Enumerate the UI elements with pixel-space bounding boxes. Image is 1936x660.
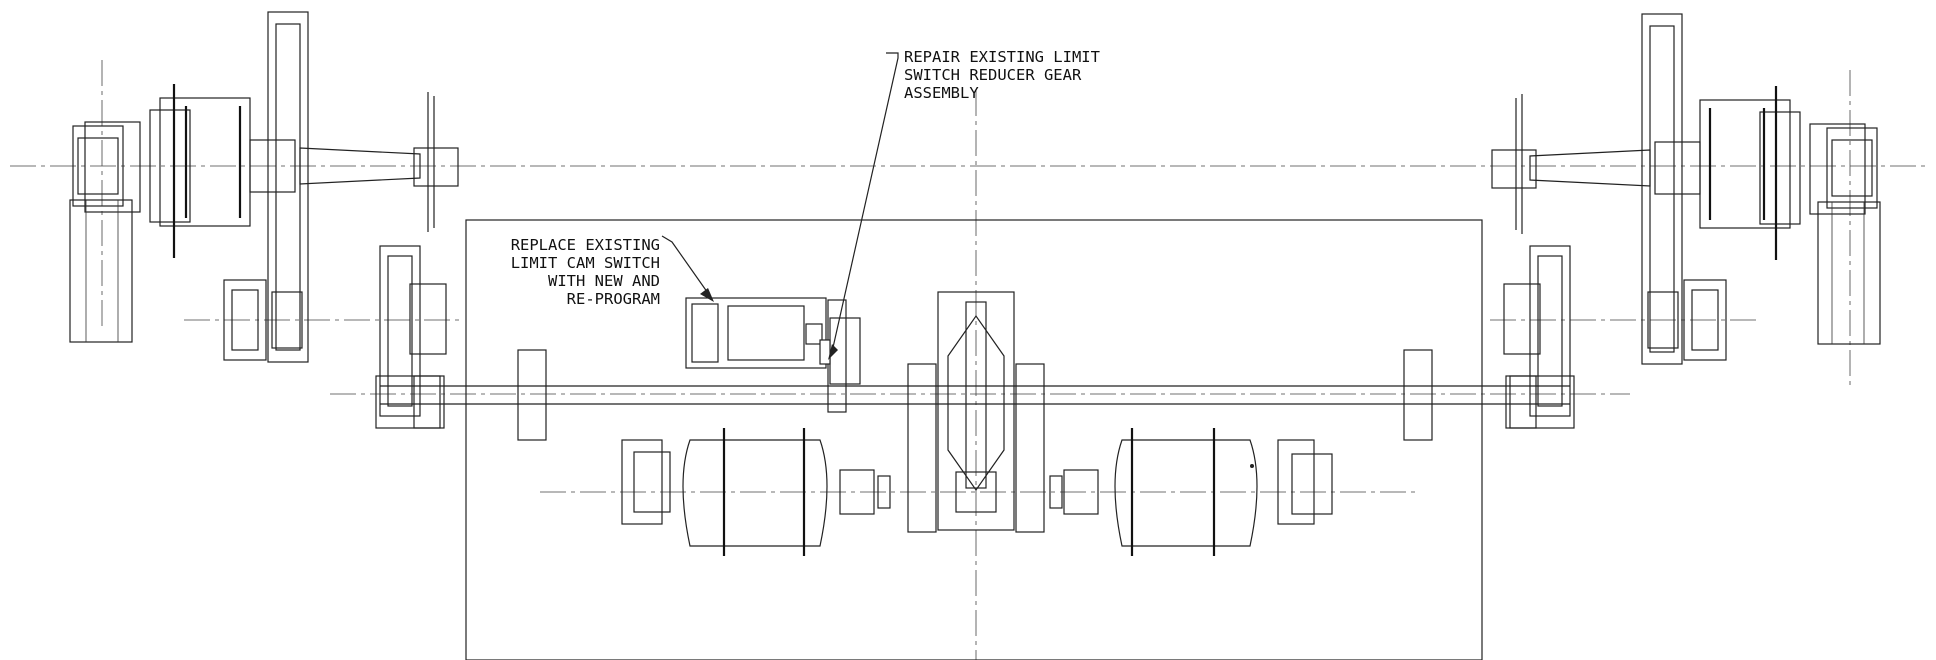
- callout-cam-line-2: LIMIT CAM SWITCH: [511, 254, 660, 272]
- trolley-frame: [465, 219, 1483, 660]
- cross-shaft: [380, 349, 1570, 441]
- callout-cam-line-3: WITH NEW AND: [548, 272, 660, 290]
- right-motor: [1049, 428, 1333, 556]
- center-lines: [10, 60, 1926, 660]
- callout-reducer-repair: REPAIR EXISTING LIMIT SWITCH REDUCER GEA…: [904, 48, 1100, 102]
- callout-reducer-line-3: ASSEMBLY: [904, 84, 979, 102]
- callout-cam-switch: REPLACE EXISTING LIMIT CAM SWITCH WITH N…: [511, 236, 660, 308]
- limit-cam-switch: [685, 297, 827, 369]
- leader-lines: [661, 52, 899, 360]
- right-wheel-assembly: [1491, 13, 1881, 365]
- left-gear-pair: [223, 245, 447, 429]
- callout-reducer-line-1: REPAIR EXISTING LIMIT: [904, 48, 1100, 66]
- right-gear-pair: [1503, 245, 1727, 429]
- center-gearbox: [907, 291, 1045, 533]
- left-motor: [621, 428, 891, 556]
- left-wheel-assembly: [69, 11, 459, 363]
- limit-switch-reducer: [819, 299, 861, 413]
- callout-reducer-line-2: SWITCH REDUCER GEAR: [904, 66, 1082, 84]
- callout-cam-line-4: RE-PROGRAM: [567, 290, 660, 308]
- callout-cam-line-1: REPLACE EXISTING: [511, 236, 660, 254]
